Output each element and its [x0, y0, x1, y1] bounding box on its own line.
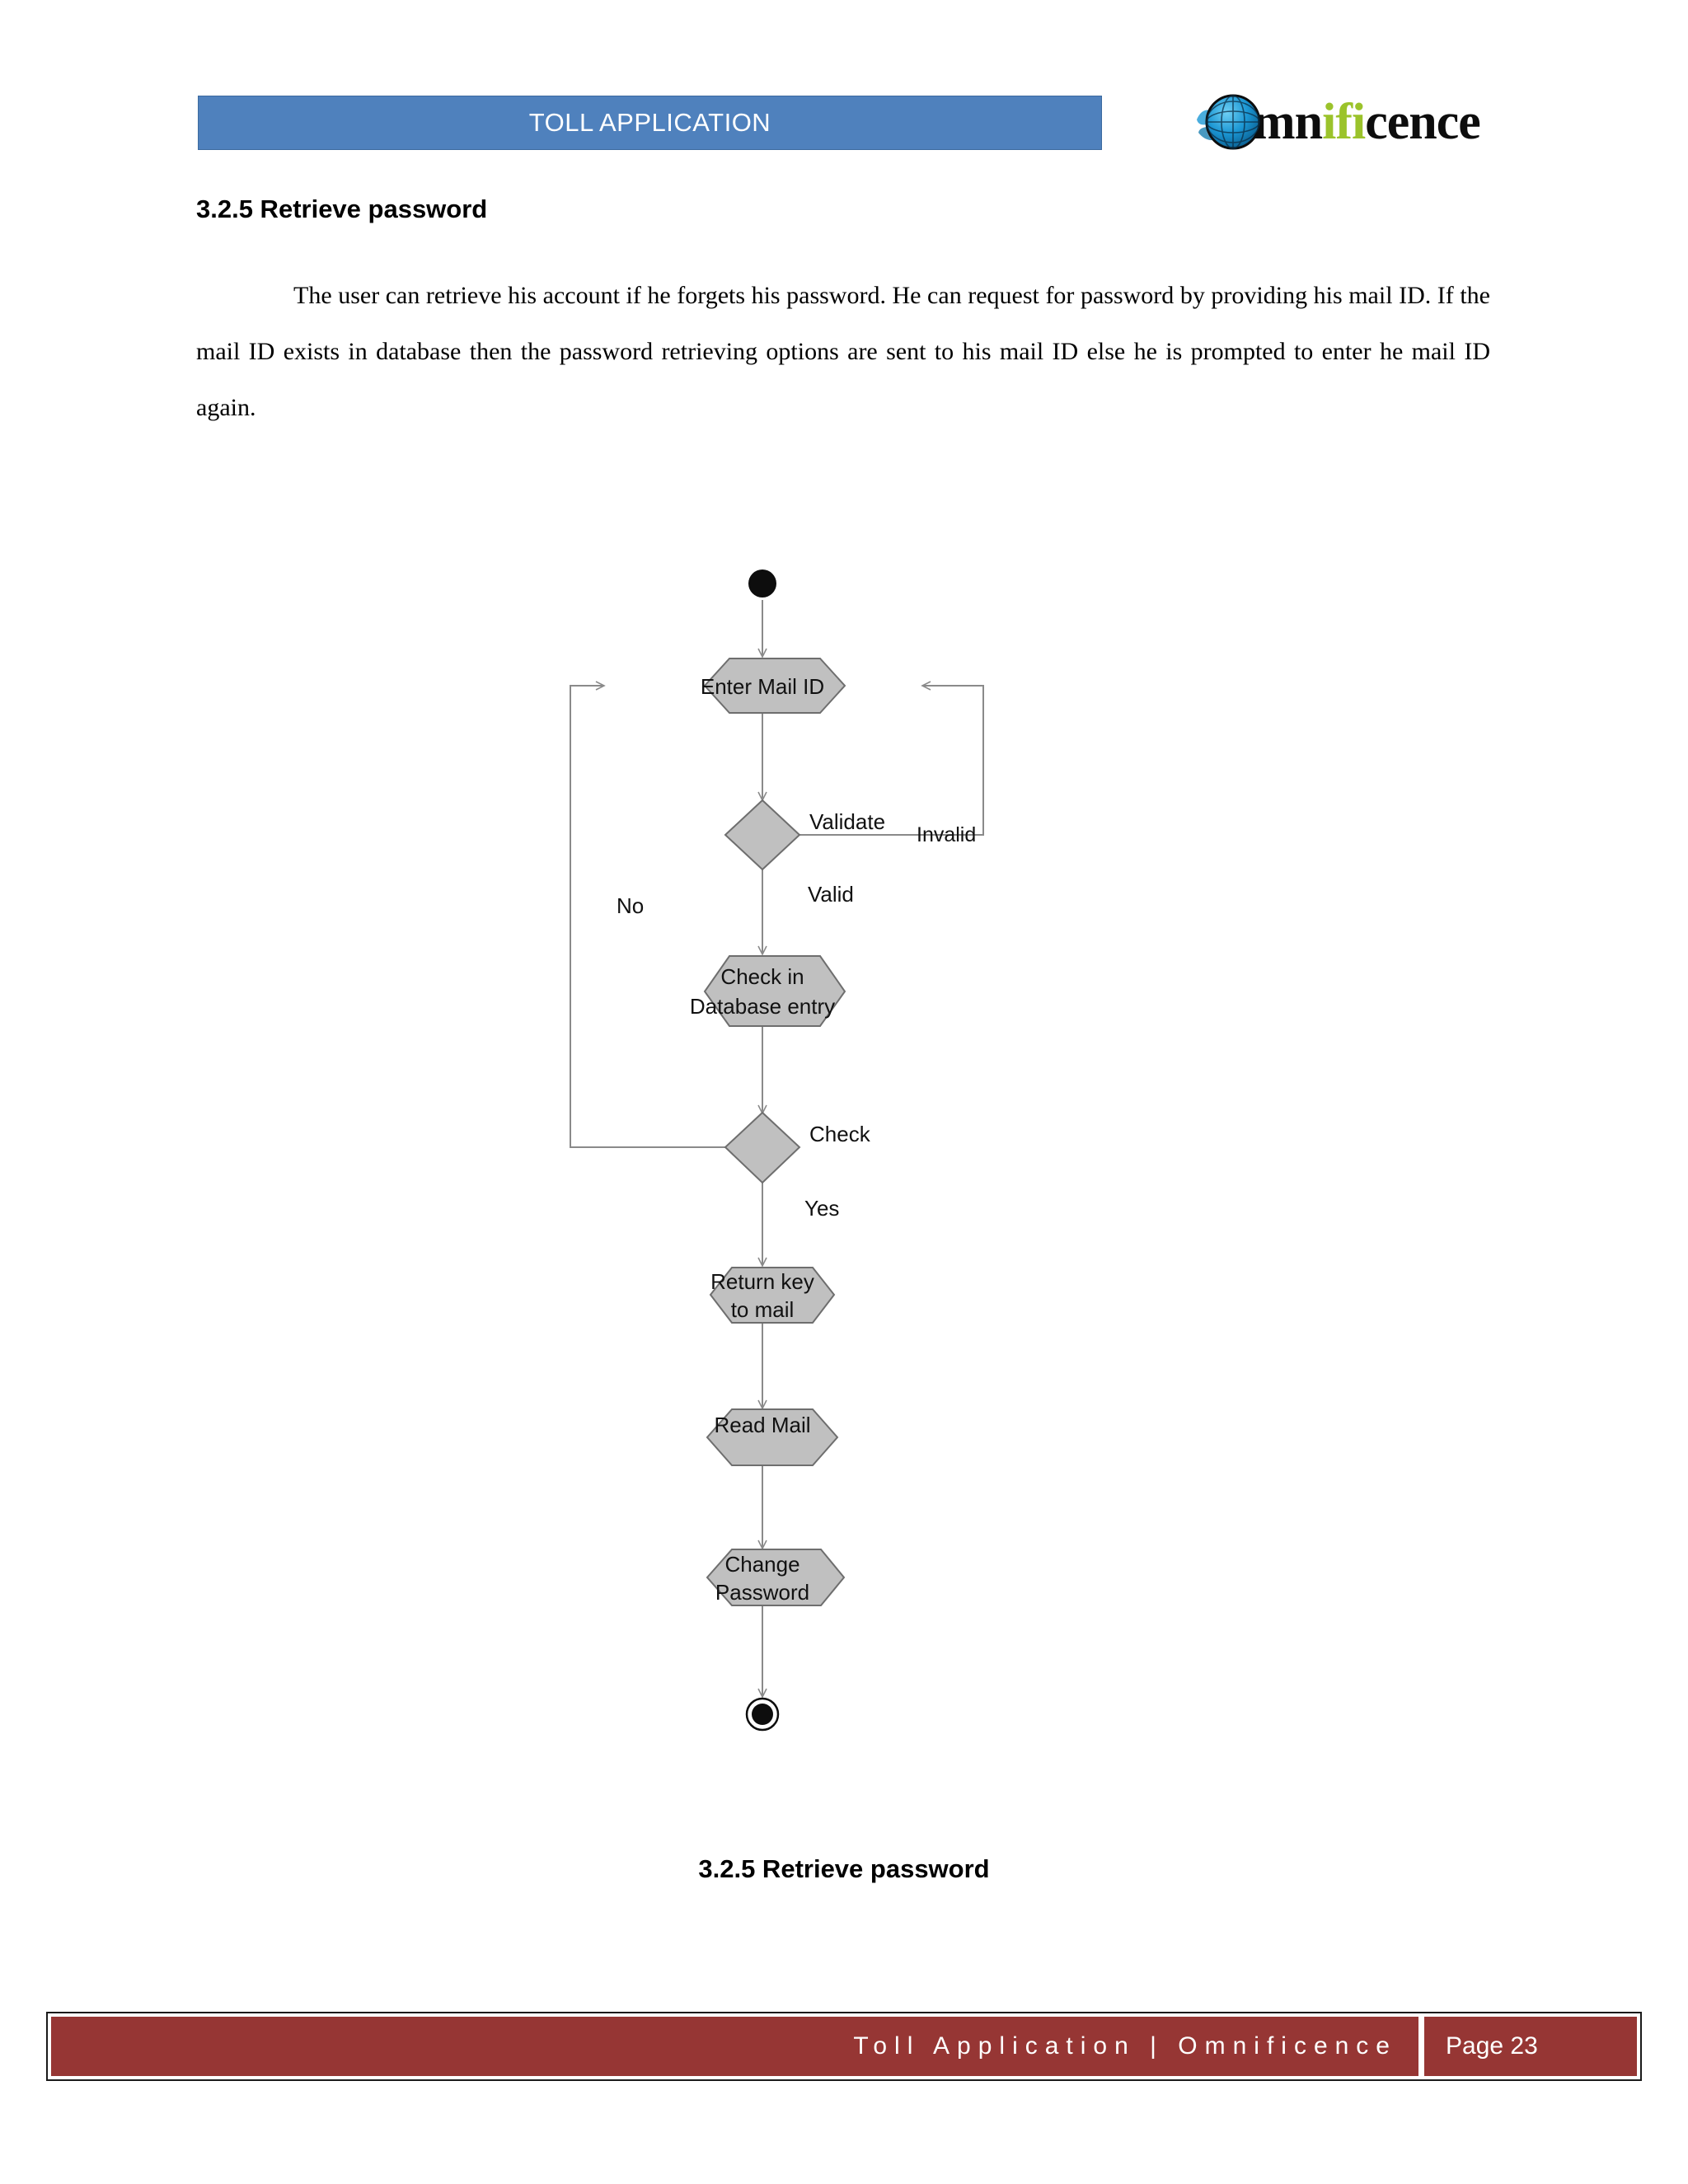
globe-icon — [1193, 87, 1264, 157]
svg-text:Read Mail: Read Mail — [714, 1413, 810, 1437]
edge-label-yes: Yes — [804, 1196, 839, 1221]
activity-node-check-database: Check in Database entry — [690, 955, 846, 1027]
document-header-bar: TOLL APPLICATION — [198, 96, 1102, 150]
document-footer: Toll Application | Omnificence Page 23 — [46, 2012, 1642, 2081]
logo-word-ifi: ifi — [1322, 94, 1366, 150]
svg-text:Return key: Return key — [710, 1269, 814, 1294]
edge-label-valid: Valid — [808, 882, 854, 907]
svg-text:Check in: Check in — [720, 964, 804, 989]
svg-text:to mail: to mail — [731, 1297, 795, 1322]
edge-label-no: No — [617, 893, 644, 918]
activity-node-change-password: Change Password — [706, 1549, 846, 1606]
activity-node-read-mail: Read Mail — [706, 1408, 839, 1466]
decision-node-check: Check — [724, 1111, 871, 1184]
activity-node-enter-mail-id: Enter Mail ID — [701, 658, 846, 714]
omnificence-logo: mnificence — [1193, 82, 1498, 162]
svg-text:Change: Change — [724, 1552, 799, 1577]
activity-node-return-key: Return key to mail — [709, 1267, 836, 1324]
section-heading: 3.2.5 Retrieve password — [196, 194, 488, 223]
footer-title-cell: Toll Application | Omnificence — [51, 2017, 1418, 2076]
logo-word-cence: cence — [1365, 94, 1481, 150]
svg-text:Check: Check — [809, 1122, 871, 1146]
svg-text:Database entry: Database entry — [690, 994, 835, 1019]
svg-text:Validate: Validate — [809, 809, 885, 834]
svg-text:Password: Password — [715, 1580, 809, 1605]
header-title: TOLL APPLICATION — [528, 108, 771, 137]
start-state-node — [748, 569, 776, 598]
svg-text:Invalid: Invalid — [917, 823, 976, 846]
footer-divider — [1418, 2017, 1424, 2076]
page-number: Page 23 — [1446, 2032, 1538, 2060]
logo-wordmark: mnificence — [1253, 94, 1481, 150]
section-paragraph: The user can retrieve his account if he … — [196, 282, 1490, 421]
footer-page-cell: Page 23 — [1424, 2017, 1637, 2076]
svg-text:Enter Mail ID: Enter Mail ID — [701, 674, 824, 699]
end-state-node — [745, 1697, 780, 1732]
logo-word-mn: mn — [1253, 94, 1323, 150]
figure-caption: 3.2.5 Retrieve password — [698, 1854, 990, 1883]
decision-node-validate: Validate Invalid — [724, 799, 976, 871]
footer-title: Toll Application | Omnificence — [853, 2032, 1397, 2060]
activity-diagram: Enter Mail ID Validate Invalid Valid No … — [544, 560, 1121, 1846]
